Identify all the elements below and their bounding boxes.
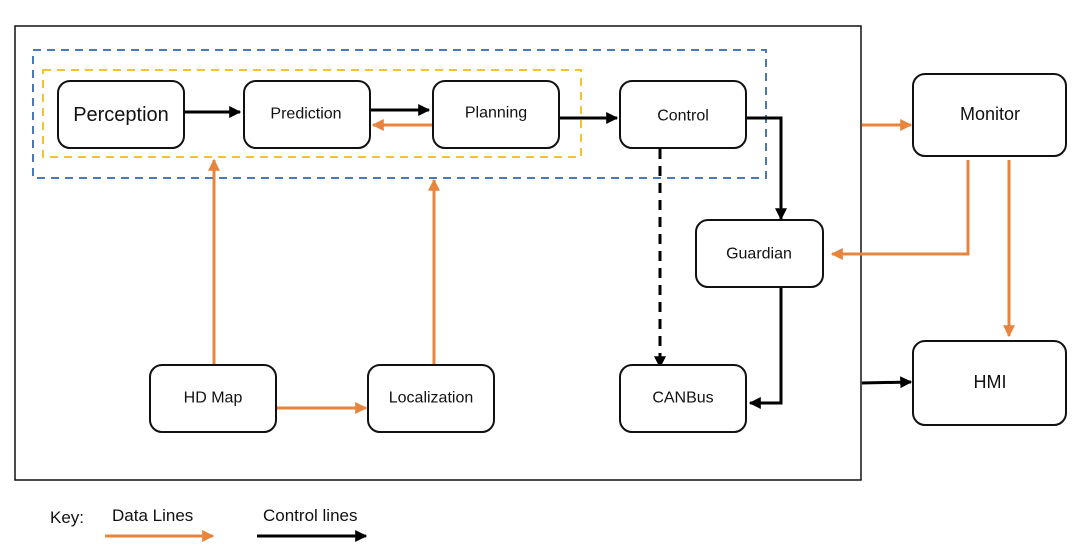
legend-control-lines-label: Control lines [263,506,358,525]
monitor-node: Monitor [912,73,1067,157]
inner-module-group [42,69,582,158]
hd-map-node: HD Map [149,364,277,433]
canbus-label: CANBus [652,390,713,407]
outer-module-group [32,49,767,179]
prediction-node: Prediction [243,80,371,149]
guardian-node: Guardian [695,219,824,288]
hmi-label: HMI [974,372,1007,392]
control-to-guardian-arrow [746,116,787,221]
legend: Key: Data Lines Control lines [50,506,368,542]
legend-data-lines-label: Data Lines [112,506,193,525]
perception-node: Perception [57,80,185,149]
system-to-hmi-arrow [861,376,913,389]
localization-node: Localization [367,364,495,433]
control-node: Control [619,80,747,149]
hd-map-label: HD Map [184,390,243,407]
monitor-label: Monitor [960,104,1020,124]
legend-key-label: Key: [50,508,84,527]
localization-label: Localization [389,390,474,407]
planning-node: Planning [432,80,560,149]
guardian-label: Guardian [726,246,792,263]
planning-label: Planning [465,105,527,122]
perception-label: Perception [73,104,169,126]
guardian-to-canbus-arrow [748,288,783,409]
control-label: Control [657,108,709,125]
hmi-node: HMI [912,340,1067,426]
monitor-to-guardian-data-arrow [830,160,970,260]
canbus-node: CANBus [619,364,747,433]
prediction-label: Prediction [270,106,341,123]
